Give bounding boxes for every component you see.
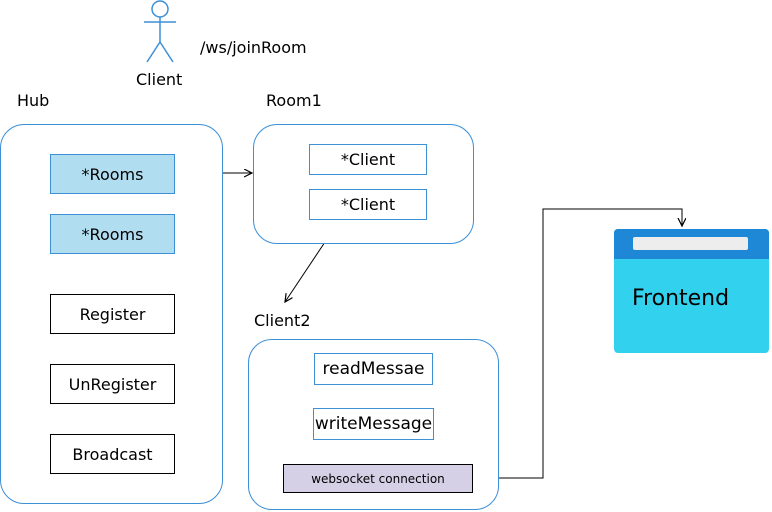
write-message-box: writeMessage: [313, 408, 434, 440]
room-title: Room1: [266, 91, 322, 110]
client2-title: Client2: [254, 311, 311, 330]
hub-register-box: Register: [50, 294, 175, 334]
hub-rooms-box-2: *Rooms: [50, 214, 175, 254]
browser-window-icon: Frontend: [614, 229, 769, 353]
room-container: [253, 124, 474, 244]
browser-address-bar: [633, 237, 748, 250]
hub-unregister-box: UnRegister: [50, 364, 175, 404]
websocket-connection-box: websocket connection: [283, 464, 473, 493]
room-client-box-2: *Client: [309, 189, 427, 220]
room-client-box-1: *Client: [309, 144, 427, 175]
frontend-label: Frontend: [632, 286, 730, 311]
hub-broadcast-box: Broadcast: [50, 434, 175, 474]
endpoint-label: /ws/joinRoom: [200, 38, 307, 57]
stick-figure-icon: [144, 0, 176, 63]
actor-name: Client: [136, 70, 183, 89]
hub-rooms-box-1: *Rooms: [50, 154, 175, 194]
read-message-box: readMessae: [314, 353, 433, 385]
hub-title: Hub: [17, 91, 50, 110]
